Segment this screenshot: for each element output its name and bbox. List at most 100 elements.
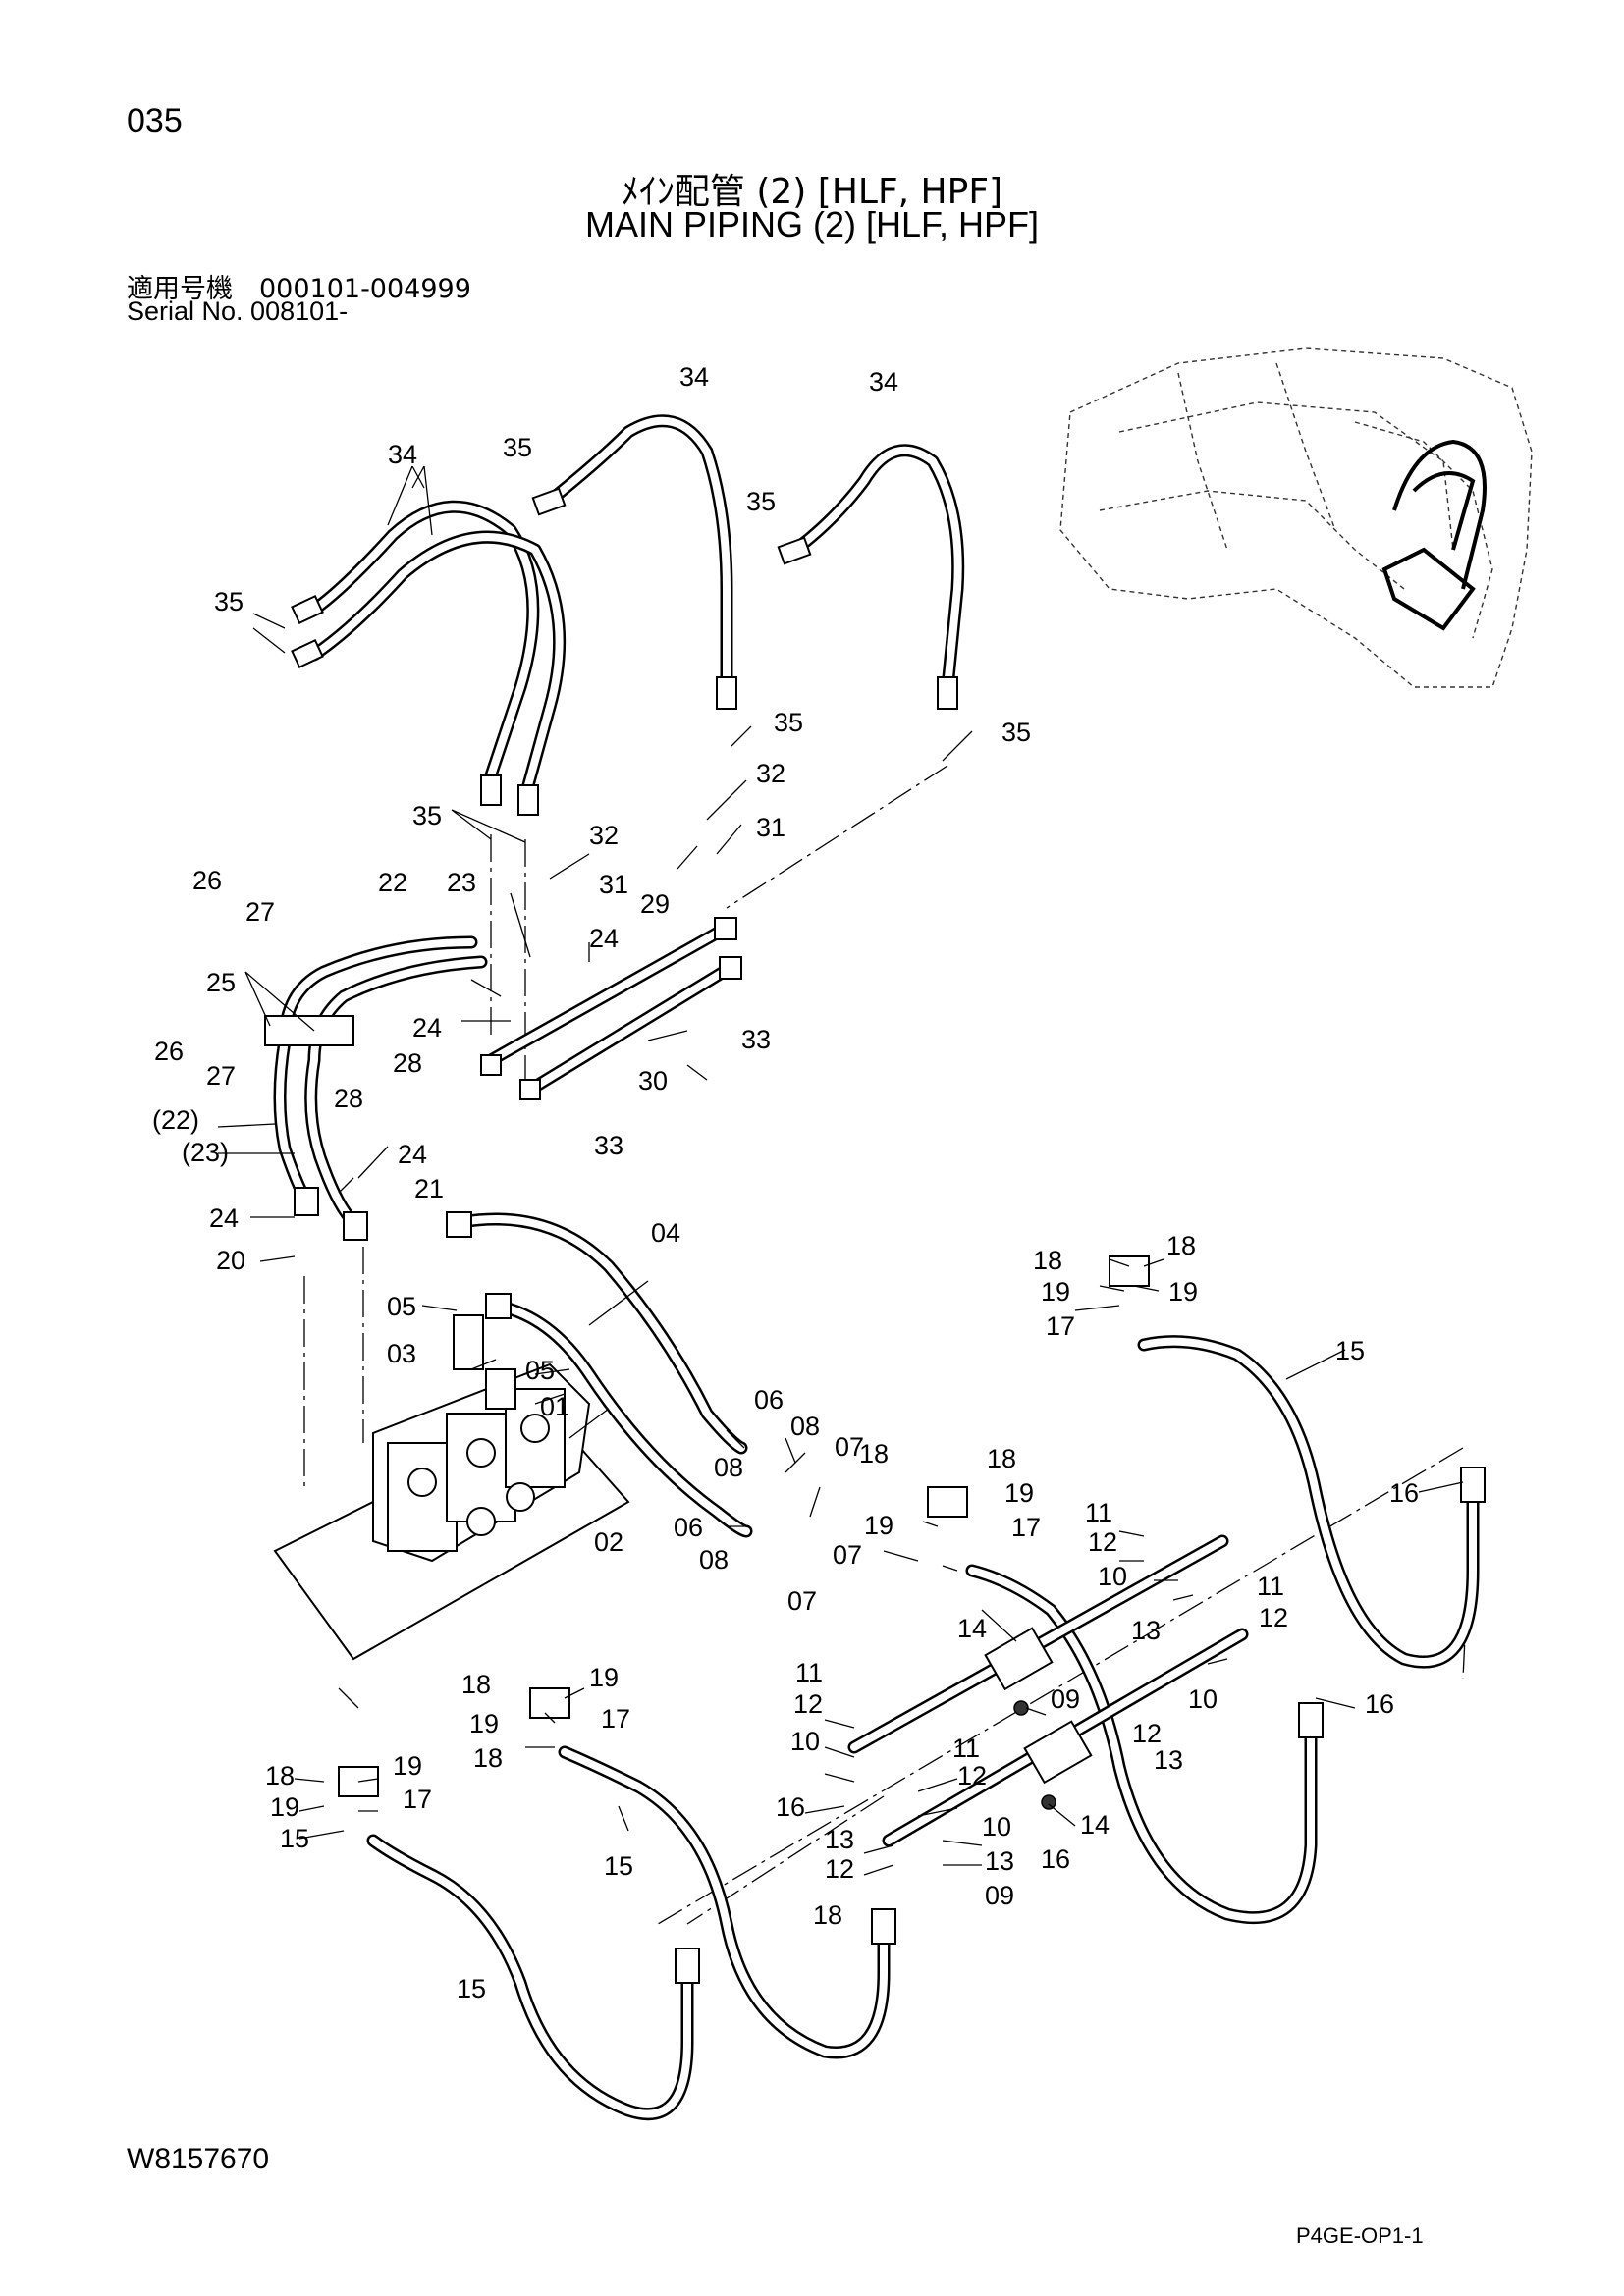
callout: 15 [457,1974,486,2003]
callout: 12 [793,1689,823,1719]
callout: 11 [1257,1572,1284,1601]
page-title-japanese: ﾒｲﾝ配管 (2) [HLF, HPF] [621,172,1003,212]
callout: 14 [1080,1810,1110,1840]
callout: 07 [835,1432,864,1462]
callout: 20 [216,1246,245,1275]
callout: 14 [957,1614,987,1643]
callout: 18 [461,1670,491,1699]
page-code: P4GE-OP1-1 [1296,2223,1424,2248]
callout: 25 [206,968,236,997]
callout: 16 [1389,1478,1419,1508]
hose-15-right [965,1564,1324,1925]
callout: 08 [790,1412,820,1441]
callout: 31 [599,870,628,899]
callout: 01 [540,1392,569,1421]
callout: 19 [270,1792,299,1822]
callout: 18 [265,1761,295,1790]
callout: 35 [1001,718,1031,747]
callout: 21 [414,1174,444,1203]
callout: 16 [1365,1689,1394,1719]
callout: 17 [1046,1311,1075,1341]
callout: 18 [859,1439,889,1468]
page-number: 035 [127,102,183,139]
callout: 08 [699,1545,729,1575]
callout: 24 [398,1140,427,1169]
callout: 24 [412,1013,442,1042]
callout: 32 [756,759,785,788]
callout: 19 [1041,1277,1070,1307]
callout: 08 [714,1453,743,1482]
page-title-english: MAIN PIPING (2) [HLF, HPF] [584,204,1040,244]
callout: 35 [214,587,244,616]
callout: 19 [469,1709,499,1738]
callout: 35 [746,487,776,516]
callout-labels: 34 34 34 35 35 35 35 35 35 32 31 32 31 2… [152,362,1419,2003]
callout: 09 [985,1881,1014,1910]
hose-34-center [531,414,737,710]
callout: 35 [412,801,442,830]
callout: 10 [1188,1684,1218,1714]
callout: 27 [206,1061,236,1091]
callout: 13 [825,1825,854,1854]
hose-34-right [777,444,965,710]
callout: 24 [589,924,619,953]
callout: 03 [387,1339,416,1368]
callout: 17 [1011,1513,1041,1542]
callout: 18 [987,1444,1016,1473]
callout: 06 [754,1385,784,1415]
machine-location-thumbnail [1059,347,1533,688]
leader-lines [217,465,1464,1876]
callout: 28 [393,1048,422,1078]
callout: 17 [601,1704,630,1734]
callout: 18 [813,1900,842,1930]
callout: 34 [388,440,417,469]
callout: 10 [982,1812,1011,1842]
callout: 34 [869,367,898,397]
serial-number-english: Serial No. 008101- [127,296,349,326]
callout: 07 [833,1540,862,1570]
clamps [338,1255,1150,1797]
callout: 22 [378,868,407,897]
callout: 06 [674,1513,703,1542]
callout: 18 [1033,1246,1062,1275]
control-valve-01 [273,1314,630,1661]
callout: 34 [679,362,709,392]
callout: 11 [952,1734,980,1763]
callout: 10 [790,1727,820,1756]
callout: 19 [589,1663,619,1692]
hose-15-far-right [1137,1335,1486,1669]
callout: 18 [1166,1231,1196,1260]
callout: 12 [1132,1719,1162,1748]
callout: 09 [1051,1684,1080,1714]
callout: 30 [638,1066,668,1095]
callout: 12 [1088,1527,1117,1557]
callout: 26 [154,1037,184,1066]
callout: 11 [1085,1498,1112,1527]
callout: 05 [387,1292,416,1321]
callout: 15 [1335,1336,1365,1365]
callout: 19 [393,1751,422,1781]
callout: 04 [651,1218,680,1248]
serial-range-japanese: 適用号機 000101-004999 [127,274,471,304]
callout: 16 [776,1792,805,1822]
callout: (23) [182,1138,229,1167]
callout: 07 [787,1586,817,1616]
callout: 05 [525,1356,555,1385]
callout: 12 [1259,1603,1288,1632]
callout: 28 [334,1084,363,1113]
callout: 13 [1131,1616,1161,1645]
callout: 17 [403,1785,432,1814]
callout: 29 [640,889,670,919]
callout: 02 [594,1527,623,1557]
callout: 23 [447,868,476,897]
callout: 15 [604,1851,633,1881]
callout: 12 [957,1761,987,1790]
callout: 10 [1098,1562,1127,1591]
callout: 33 [741,1025,771,1054]
callout: 19 [1004,1478,1034,1508]
callout: 27 [245,897,275,927]
callout: 16 [1041,1844,1070,1874]
hose-34-pair [291,500,567,816]
hose-15-left [366,1834,700,2121]
callout: 32 [589,821,619,850]
